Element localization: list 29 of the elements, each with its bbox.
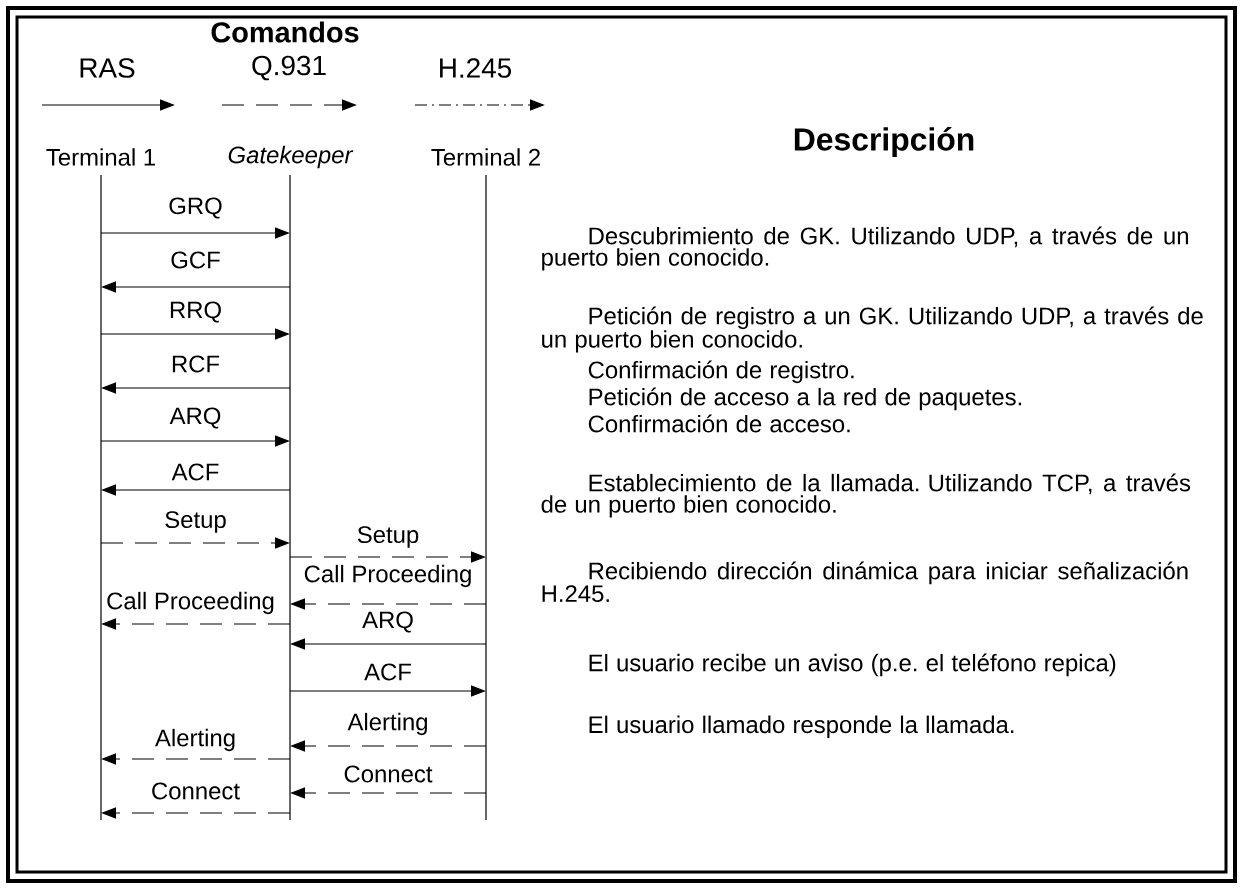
edge-label: Call Proceeding [302, 563, 474, 589]
description-text: El usuario llamado responde la llamada. [589, 715, 1014, 738]
legend-label: H.245 [440, 58, 512, 78]
legend-label: RAS [80, 58, 135, 78]
description-text: Confirmación de acceso. [588, 414, 850, 433]
edge-label: ACF [170, 462, 221, 482]
description-text: El usuario recibe un aviso (p.e. el teléfono repica) [589, 653, 1116, 677]
edge-label: RRQ [167, 300, 224, 324]
edge-label: Connect [342, 764, 434, 784]
edge-label: ARQ [361, 610, 415, 634]
edge-label: Connect [150, 781, 242, 801]
edge-label: GRQ [167, 196, 224, 220]
description-text: Confirmación de registro. [588, 360, 854, 384]
lifeline-label: Terminal 1 [46, 148, 155, 166]
lifeline-label: Gatekeeper [228, 145, 354, 169]
edge-label: Setup [355, 525, 421, 549]
heading: Comandos [211, 21, 359, 43]
lifeline-label: Terminal 2 [431, 148, 540, 166]
edge-label: Call Proceeding [105, 590, 276, 616]
description-text: Petición de acceso a la red de paquetes. [589, 387, 1022, 411]
edge-label: ACF [363, 662, 413, 682]
heading: Descripción [794, 127, 974, 157]
edge-label: GCF [169, 250, 222, 270]
edge-label: Setup [163, 510, 228, 534]
edge-label: Alerting [154, 727, 238, 753]
edge-label: Alerting [346, 711, 430, 737]
edge-label: RCF [169, 354, 222, 374]
edge-label: ARQ [168, 406, 223, 430]
legend-label: Q.931 [252, 55, 326, 81]
